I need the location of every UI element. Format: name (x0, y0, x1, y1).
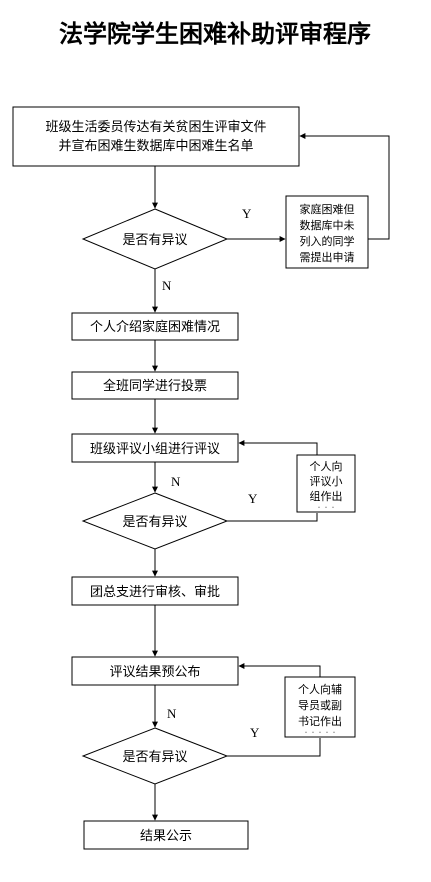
decision-1-yes-label: Y (242, 206, 252, 221)
step-introduce-label: 个人介绍家庭困难情况 (90, 319, 220, 335)
step-publish-box (83, 820, 249, 850)
step-vote-box (71, 371, 239, 400)
note-appeal-counselor-line3: 书记作出 (298, 714, 342, 728)
decision-1-label: 是否有异议 (122, 233, 187, 248)
step-review-label: 班级评议小组进行评议 (90, 442, 220, 457)
note-apply-line2: 数据库中未 (300, 218, 355, 232)
note-appeal-counselor-box (284, 676, 356, 738)
decision-3-label: 是否有异议 (122, 750, 187, 765)
step-approve-label: 团总支进行审核、审批 (90, 585, 220, 600)
note-apply-line4: 需提出申请 (300, 250, 355, 264)
step-preannounce-label: 评议结果预公布 (109, 665, 200, 680)
note-appeal-counselor-line4-clipped: · · · · · (304, 726, 335, 739)
decision-3-no-label: N (167, 706, 177, 721)
decision-3-yes-label: Y (250, 725, 260, 740)
arrow-decision3-yes (227, 738, 321, 757)
note-appeal-group-box (296, 454, 356, 513)
note-appeal-group-line1: 个人向 (310, 459, 343, 473)
step-review-box (71, 433, 239, 463)
arrow-note3-step6 (238, 663, 321, 677)
step-notice-line2: 并宣布困难生数据库中困难生名单 (58, 138, 253, 154)
step-publish-label: 结果公示 (140, 829, 192, 844)
decision-2-no-label: N (171, 474, 181, 489)
step-vote-label: 全班同学进行投票 (103, 378, 207, 394)
note-apply-line1: 家庭困难但 (300, 202, 355, 216)
step-preannounce-box (71, 656, 239, 686)
step-introduce-box (71, 312, 239, 341)
note-appeal-counselor-line1: 个人向辅 (298, 682, 342, 696)
note-appeal-group-line3: 组作出 (310, 489, 343, 503)
decision-2-label: 是否有异议 (122, 515, 187, 530)
arrow-note2-step4 (238, 440, 318, 455)
decision-2-yes-label: Y (248, 491, 258, 506)
step-notice-line1: 班级生活委员传达有关贫困生评审文件 (45, 119, 266, 135)
arrow-note1-step1 (299, 133, 390, 240)
arrow-decision2-yes (227, 513, 318, 522)
note-appeal-group-line2: 评议小 (310, 475, 343, 488)
page-title: 法学院学生困难补助评审程序 (59, 19, 371, 48)
decision-1-no-label: N (162, 278, 172, 293)
step-notice-box (12, 106, 300, 167)
note-apply-box (285, 195, 369, 269)
note-appeal-counselor-line2: 导员或副 (298, 699, 342, 712)
note-appeal-group-line4-clipped: · · · (317, 501, 334, 514)
note-apply-line3: 列入的同学 (300, 234, 355, 248)
